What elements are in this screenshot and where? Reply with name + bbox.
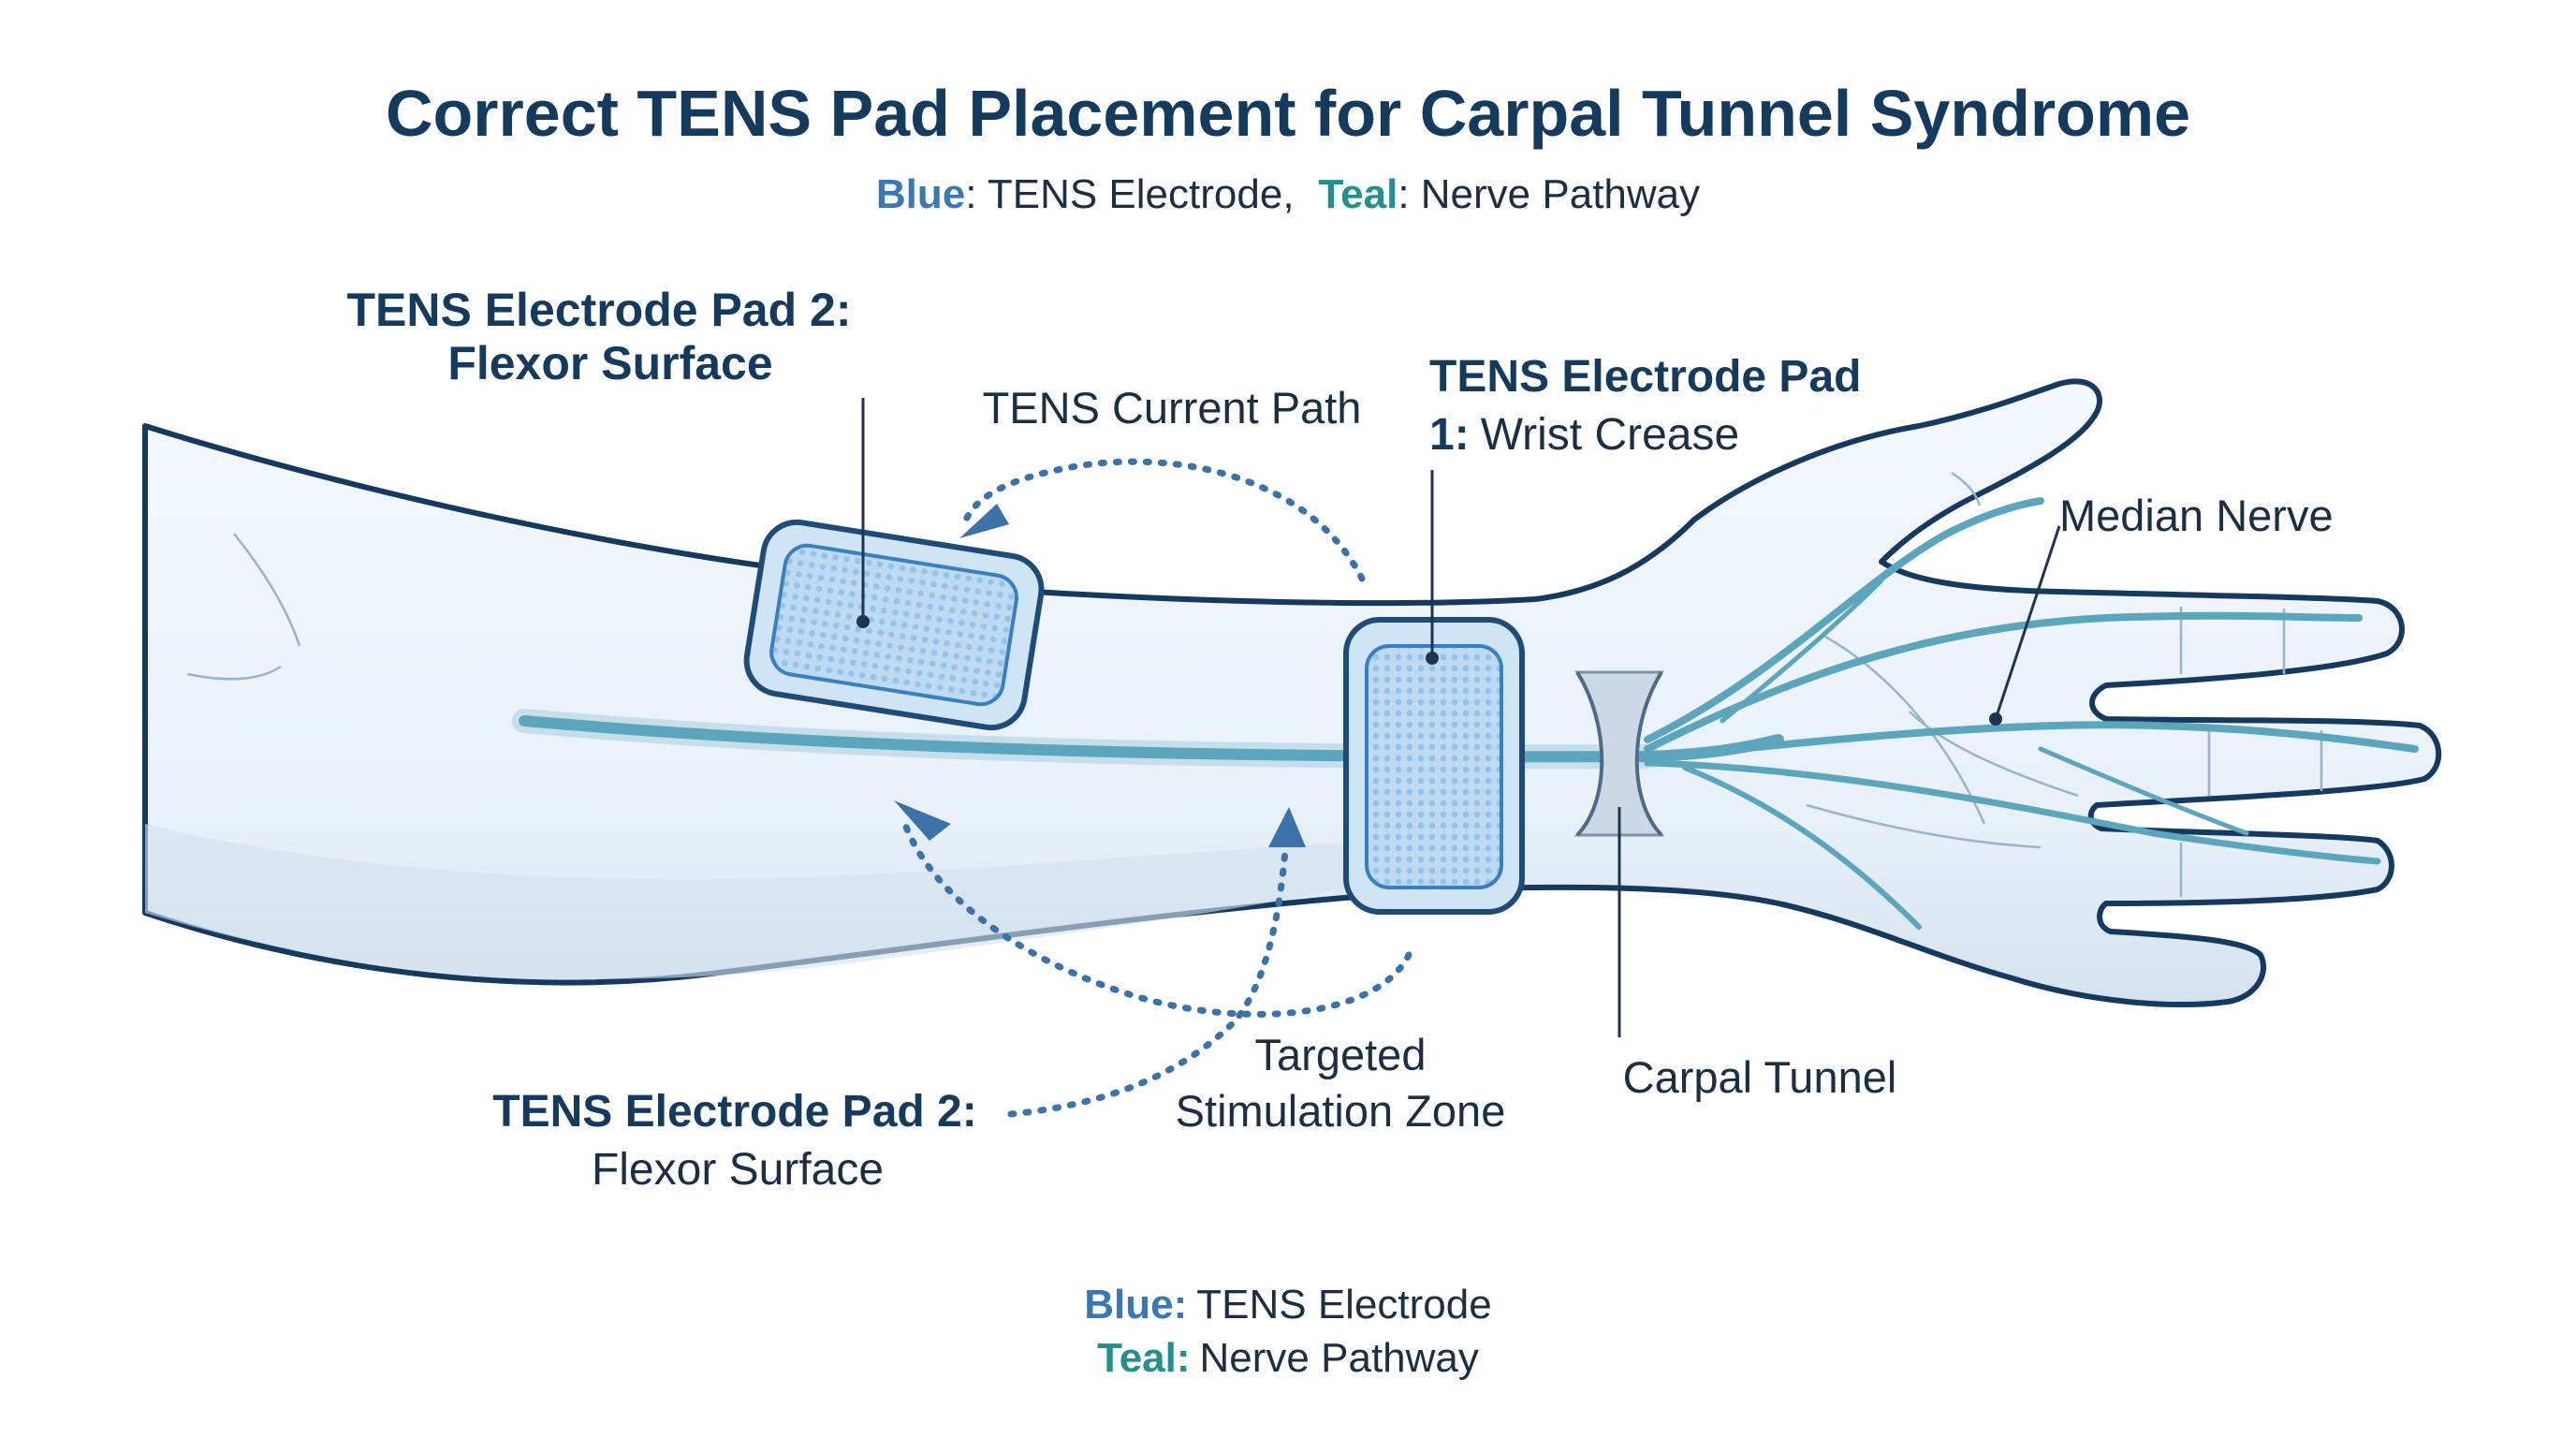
carpal-band-line — [1575, 670, 1604, 837]
footer-blue-word: Blue: — [1084, 1282, 1187, 1328]
legend-teal-word: Teal — [1319, 171, 1398, 217]
nerve-branch-middle — [1644, 721, 2419, 762]
carpal-band-line-2 — [1634, 670, 1663, 837]
current-arc-top — [960, 458, 1366, 582]
pad1-label-line1: TENS Electrode Pad — [1429, 352, 1861, 402]
arm-hand-skin — [142, 378, 2442, 1007]
pad2-top-label-line1: TENS Electrode Pad 2: — [346, 284, 851, 336]
palm-crease-3 — [1909, 711, 2079, 798]
arrow-head-top — [959, 504, 1009, 538]
legend-blue-word: Blue — [876, 171, 965, 217]
pad2-top-label-line2: Flexor Surface — [447, 337, 772, 389]
targeted-zone-label-line1: Targeted — [1255, 1030, 1427, 1079]
leader-lines — [856, 398, 2061, 1037]
footer-blue-text: TENS Electrode — [1196, 1282, 1491, 1328]
carpal-tunnel-band — [1573, 670, 1665, 837]
leader-median — [1994, 525, 2061, 720]
header-legend: Blue: TENS Electrode, Teal: Nerve Pathway — [876, 171, 1700, 217]
pad-1-gel — [1365, 644, 1503, 889]
pad2-bottom-label-line2: Flexor Surface — [592, 1145, 884, 1195]
footer-legend-teal: Teal:Nerve Pathway — [1097, 1335, 1479, 1381]
current-path-arrows — [894, 458, 1412, 1118]
footer-legend-blue: Blue:TENS Electrode — [1084, 1282, 1491, 1328]
diagram-title: Correct TENS Pad Placement for Carpal Tu… — [386, 77, 2190, 150]
nerve-branch-thumb — [1644, 497, 2044, 743]
median-nerve-pathway — [512, 497, 2419, 930]
footer-teal-text: Nerve Pathway — [1200, 1335, 1479, 1381]
elbow-crease-2 — [186, 665, 282, 681]
pad1-label-line2: 1:Wrist Crease — [1429, 410, 1739, 460]
legend-blue-text: : TENS Electrode, — [965, 171, 1294, 217]
nerve-branch-index — [1644, 611, 2363, 753]
thumb-crease — [1951, 471, 1982, 506]
leader-median-dot — [1989, 712, 2002, 726]
current-arc-bottom — [900, 815, 1412, 1018]
nerve-branch-thenar — [1720, 578, 1884, 724]
arm-illustration — [142, 378, 2442, 1007]
palm-crease-2 — [1806, 803, 2042, 849]
current-arc-lower — [1007, 825, 1291, 1118]
pad1-label-text: Wrist Crease — [1481, 410, 1740, 460]
nerve-branch-digit — [2038, 746, 2249, 836]
leader-pad1-dot — [1426, 652, 1439, 665]
palm-crease — [1824, 635, 1986, 825]
current-path-label: TENS Current Path — [983, 383, 1362, 433]
arrow-head-bottom — [894, 800, 951, 841]
nerve-branch-palm — [1682, 765, 1922, 930]
pad2-bottom-label-line1: TENS Electrode Pad 2: — [492, 1087, 976, 1137]
carpal-tunnel-label: Carpal Tunnel — [1623, 1052, 1897, 1102]
arrow-head-lower — [1268, 807, 1306, 847]
electrode-pad-2 — [743, 519, 1045, 731]
median-nerve-label: Median Nerve — [2059, 491, 2334, 540]
footer-teal-word: Teal: — [1097, 1335, 1190, 1381]
pad1-label-number: 1: — [1429, 410, 1470, 460]
leader-pad2-dot — [856, 615, 870, 628]
targeted-zone-label-line2: Stimulation Zone — [1176, 1086, 1506, 1136]
electrode-pad-1 — [1343, 617, 1525, 915]
arm-shadow — [145, 824, 1516, 979]
elbow-crease — [233, 533, 301, 647]
legend-teal-text: : Nerve Pathway — [1398, 171, 1700, 217]
pad-2-gel — [769, 543, 1018, 707]
nerve-branch-ring — [1644, 759, 2381, 865]
